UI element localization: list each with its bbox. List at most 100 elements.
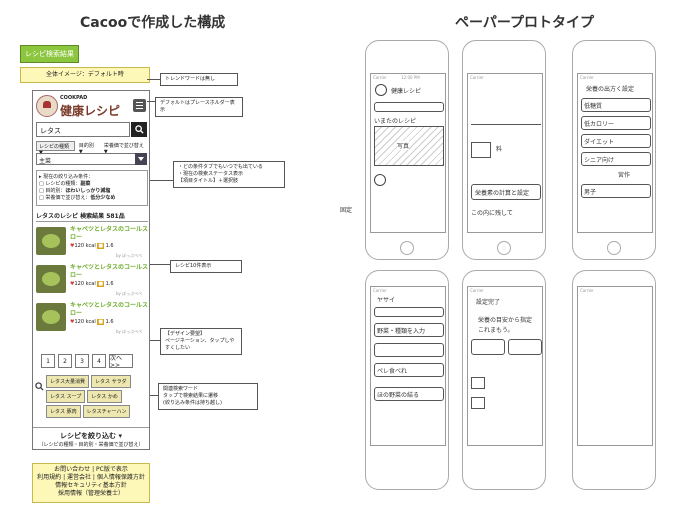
recipe-card[interactable]: キャベツとレタスのコールスロー ♥120 kcal ■ 1.6 by ぽっぷぺぺ	[36, 301, 148, 337]
recipe-thumbnail	[36, 227, 66, 255]
tab-recipe-type[interactable]: レシピの種類 ▼	[36, 141, 75, 156]
page-button[interactable]: 2	[58, 354, 72, 368]
recipe-nutrition: ♥120 kcal ■ 1.6	[70, 319, 114, 325]
related-keyword[interactable]: レタス大量消費	[46, 375, 90, 388]
annotation-note: トレンドワードは無し	[160, 73, 238, 86]
recipe-title[interactable]: キャベツとレタスのコールスロー	[70, 226, 149, 241]
search-icon	[134, 125, 144, 134]
recipe-salt: 1.6	[105, 243, 114, 249]
search-input[interactable]: レタス	[36, 122, 130, 137]
sketch-button[interactable]	[508, 339, 542, 355]
sketch-button[interactable]: ほの野菜の結る	[374, 387, 444, 401]
sketch-text: 栄養の目安から指定	[478, 317, 533, 324]
sketch-text: 設定完了	[476, 299, 501, 306]
phone-sketch: Carrier 12:00 PM 健康レシピ いまたのレシピ 写真	[365, 40, 449, 260]
related-keyword[interactable]: レタス 豚肉	[46, 405, 81, 418]
recipe-author: by ぽっぷぺぺ	[116, 329, 143, 334]
recipe-thumbnail	[36, 265, 66, 293]
sketch-button[interactable]: 栄養素の計算と設定	[471, 184, 541, 200]
checkbox-item[interactable]: シニア向け	[581, 152, 651, 166]
related-keyword[interactable]: レタス かめ	[87, 390, 122, 403]
current-filter-status: ▸ 現在の絞り込み条件： □ レシピの種類：副菜 □ 目的別：ほわいしっかり減塩…	[36, 170, 148, 206]
status-carrier: Carrier	[580, 75, 594, 80]
recipe-title[interactable]: キャベツとレタスのコールスロー	[70, 264, 149, 279]
related-keyword[interactable]: レタス サラダ	[91, 375, 131, 388]
related-keyword[interactable]: レタス スープ	[46, 390, 86, 403]
sketch-input[interactable]	[374, 307, 444, 317]
checkbox-item[interactable]: 低糖質	[581, 98, 651, 112]
footer-link[interactable]: 利用規約 | 運営会社 | 個人情報保護方針	[37, 474, 145, 481]
chevron-down-icon[interactable]	[135, 153, 147, 165]
recipe-title[interactable]: キャベツとレタスのコールスロー	[70, 302, 149, 317]
page-button[interactable]: 1	[41, 354, 55, 368]
status-carrier: Carrier	[580, 288, 594, 293]
status-carrier: Carrier	[373, 75, 387, 80]
tab-nutrition-sort[interactable]: 栄養価で並び替え ▼	[103, 143, 144, 155]
page-button[interactable]: 4	[92, 354, 106, 368]
checkbox-item[interactable]: ダイエット	[581, 134, 651, 148]
filter-value: ほわいしっかり減塩	[65, 188, 111, 194]
status-carrier: Carrier	[470, 288, 484, 293]
footer-link[interactable]: お問い合わせ | PC版で表示	[54, 466, 128, 473]
related-keyword[interactable]: レタスチャーハン	[82, 405, 131, 418]
recipe-kcal: 120 kcal	[74, 319, 96, 325]
phone-sketch: Carrier 料 栄養素の計算と設定 この内に残して	[462, 40, 546, 260]
sketch-thumb	[471, 397, 485, 409]
sketch-text: いまたのレシピ	[374, 118, 417, 125]
pagination: 1 2 3 4 次へ >>	[41, 354, 133, 369]
footer-link[interactable]: 採用情報（管理栄養士）	[57, 490, 124, 497]
sketch-text: 栄養の出方く設定	[586, 86, 635, 93]
recipe-thumbnail	[36, 303, 66, 331]
sketch-text: 宮作	[618, 172, 631, 179]
recipe-nutrition: ♥120 kcal ■ 1.6	[70, 243, 114, 249]
next-page-button[interactable]: 次へ >>	[109, 354, 133, 369]
sketch-text: この内に残して	[471, 210, 513, 217]
footer-links: お問い合わせ | PC版で表示 利用規約 | 運営会社 | 個人情報保護方針 情…	[32, 463, 150, 503]
right-section-title: ペーパープロトタイプ	[455, 15, 595, 31]
recipe-type-select[interactable]: 主菜	[36, 153, 136, 165]
connector-line	[150, 395, 158, 396]
sketch-button[interactable]	[471, 142, 491, 158]
sketch-input[interactable]: ペレ食べれ	[374, 363, 444, 377]
home-button	[400, 241, 414, 255]
recipe-nutrition: ♥120 kcal ■ 1.6	[70, 281, 114, 287]
phone-sketch: Carrier 栄養の出方く設定 低糖質 低カロリー ダイエット シニア向け 宮…	[572, 40, 656, 260]
home-button	[497, 241, 511, 255]
search-input[interactable]	[374, 102, 444, 112]
connector-line	[150, 264, 170, 265]
narrow-down-button[interactable]: レシピを絞り込む ▾	[60, 432, 122, 440]
sketch-text: 写真	[397, 141, 410, 150]
phone-screen: Carrier 設定完了 栄養の目安から指定 これまもう。	[467, 286, 543, 446]
phone-screen: Carrier ヤサイ 野菜・種類を入力 ペレ食べれ ほの野菜の結る	[370, 286, 446, 446]
phone-sketch: Carrier	[572, 270, 656, 490]
left-section-title: Cacooで作成した構成	[80, 15, 226, 31]
sketch-input[interactable]: 野菜・種類を入力	[374, 323, 444, 337]
related-keywords: レタス大量消費 レタス サラダ レタス スープ レタス かめ レタス 豚肉 レタ…	[46, 375, 150, 418]
filter-label: 栄養価で並び替え：	[45, 195, 91, 201]
recipe-salt: 1.6	[105, 319, 114, 325]
phone-screen: Carrier 栄養の出方く設定 低糖質 低カロリー ダイエット シニア向け 宮…	[577, 73, 653, 233]
tab-purpose[interactable]: 目的別 ▼	[78, 143, 94, 155]
sketch-button[interactable]	[471, 339, 505, 355]
annotation-note: 【デザイン要望】 ページネーション、タップしやすくしたい	[160, 328, 242, 355]
recipe-card[interactable]: キャベツとレタスのコールスロー ♥120 kcal ■ 1.6 by ぽっぷぺぺ	[36, 225, 148, 261]
page-button[interactable]: 3	[75, 354, 89, 368]
status-carrier: Carrier	[373, 288, 387, 293]
page-label-chip: レシピ検索結果	[20, 45, 79, 63]
search-button[interactable]	[131, 122, 147, 137]
sketch-text: 料	[496, 146, 503, 153]
phone-screen: Carrier	[577, 286, 653, 446]
app-title: 健康レシピ	[60, 104, 121, 118]
checkbox-item[interactable]: 低カロリー	[581, 116, 651, 130]
annotation-note: デフォルトはプレースホルダー表示	[155, 97, 243, 117]
checkbox-item[interactable]: 男子	[581, 184, 651, 198]
sketch-text: これまもう。	[478, 327, 514, 334]
recipe-card[interactable]: キャベツとレタスのコールスロー ♥120 kcal ■ 1.6 by ぽっぷぺぺ	[36, 263, 148, 299]
footer-link[interactable]: 情報セキュリティ基本方針	[55, 482, 127, 489]
sketch-input[interactable]	[374, 343, 444, 357]
wireframe-frame: COOKPAD 健康レシピ レタス レシピの種類 ▼ 目的別 ▼ 栄養価で並び替…	[32, 90, 150, 450]
menu-icon[interactable]	[133, 99, 146, 112]
fixed-button[interactable]	[374, 174, 386, 186]
connector-line	[147, 101, 155, 102]
filter-label: レシピの種類：	[45, 181, 81, 187]
